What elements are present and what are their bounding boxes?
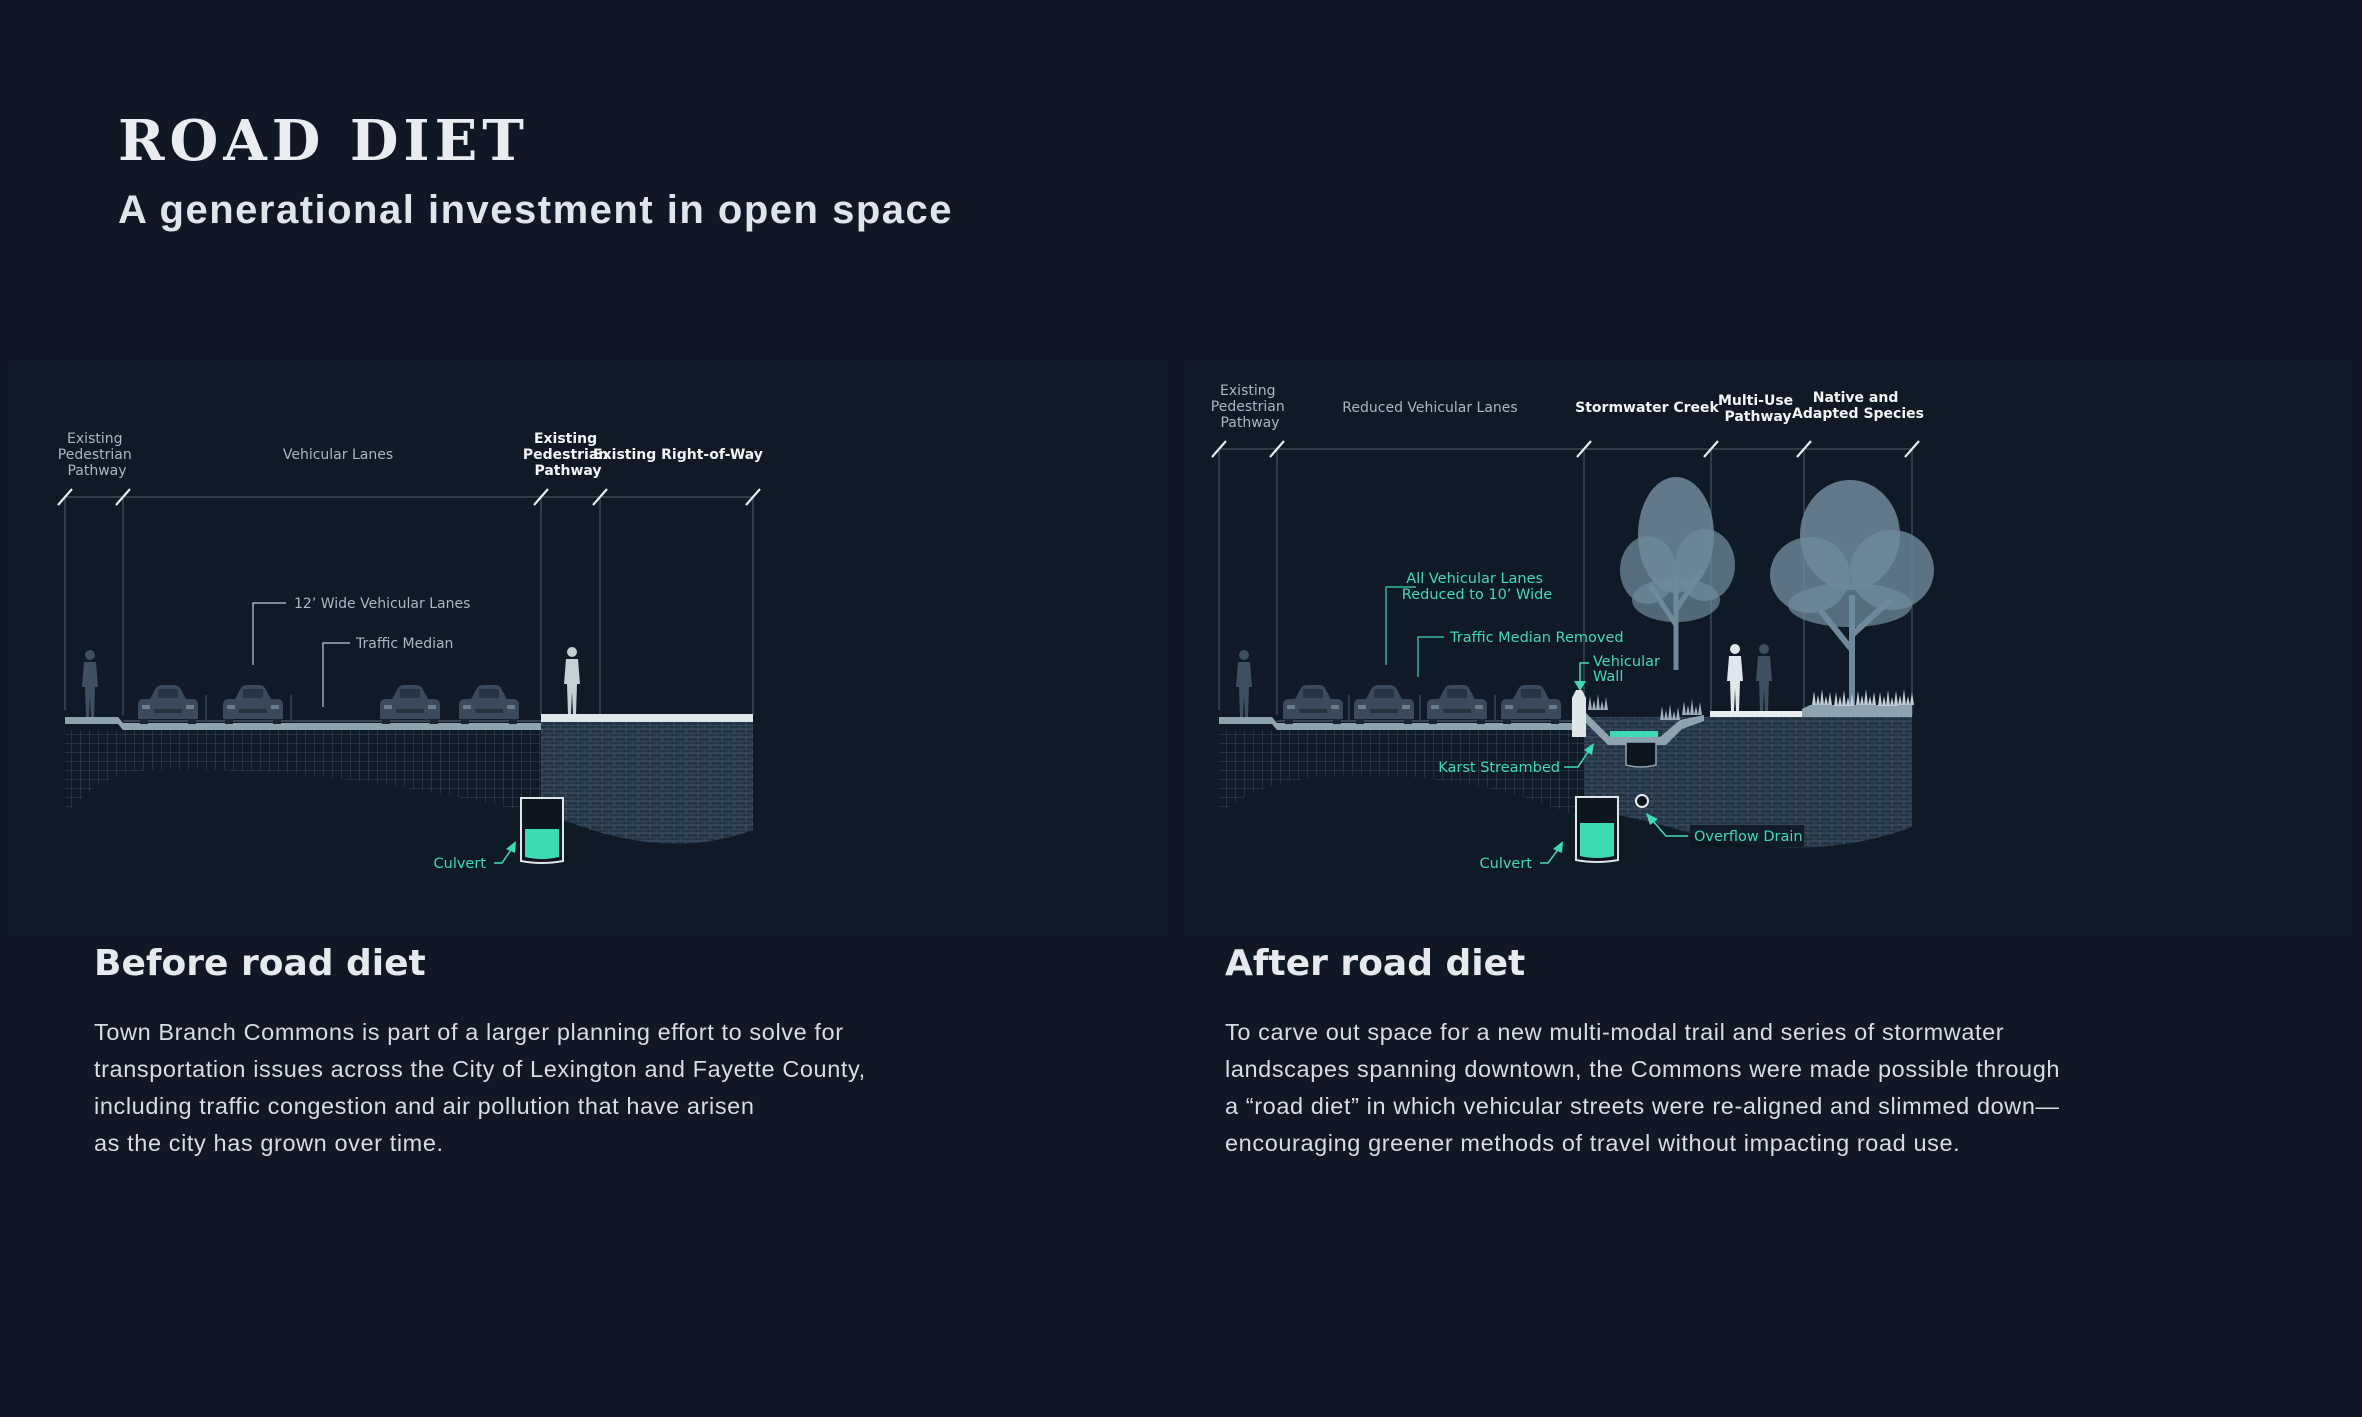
pedestrian-icon [1756, 644, 1772, 711]
zone-label-reduced-vehicular-lanes: Reduced Vehicular Lanes [1342, 400, 1517, 416]
subgrade-soil [65, 730, 541, 815]
sidewalk-surface [541, 714, 753, 722]
callout-all-vehicular-lanes-reduced: All Vehicular Lanes Reduced to 10’ Wide [1402, 571, 1553, 603]
subgrade-soil [1219, 730, 1584, 820]
car-icon [380, 685, 440, 724]
tree-icon [1770, 480, 1934, 720]
page-subtitle: A generational investment in open space [118, 188, 953, 232]
callout-vehicular-wall: Vehicular Wall [1593, 654, 1665, 685]
callout-12-wide-vehicular-lanes: 12’ Wide Vehicular Lanes [294, 596, 470, 612]
page-title: ROAD DIET [118, 108, 529, 174]
vehicular-wall [1572, 690, 1586, 737]
callout-culvert: Culvert [434, 856, 487, 872]
after-caption: After road diet [1225, 943, 1526, 984]
subgrade-fill [541, 717, 753, 844]
zone-label-existing-pedestrian-pathway-left: Existing Pedestrian Pathway [58, 431, 136, 479]
before-description: Town Branch Commons is part of a larger … [94, 1019, 866, 1156]
car-icon [138, 685, 198, 724]
after-description: To carve out space for a new multi-modal… [1225, 1019, 2061, 1156]
callout-traffic-median-removed: Traffic Median Removed [1449, 630, 1624, 646]
car-icon [223, 685, 283, 724]
zone-label-vehicular-lanes: Vehicular Lanes [283, 447, 393, 463]
car-icon [1283, 685, 1343, 724]
dimension-lines [64, 496, 754, 715]
car-icon [1427, 685, 1487, 724]
dimension-ticks [1211, 440, 1920, 458]
culvert-icon [1575, 796, 1619, 863]
creek-vegetation [1588, 694, 1702, 720]
zone-label-multi-use-pathway: Multi-Use Pathway [1718, 393, 1798, 425]
dimension-ticks [57, 488, 761, 506]
after-section-diagram: Existing Pedestrian Pathway Reduced Vehi… [1190, 365, 2350, 935]
car-icon [459, 685, 519, 724]
before-caption: Before road diet [94, 943, 426, 984]
multi-use-pathway-surface [1710, 711, 1802, 717]
zone-label-native-and-adapted-species: Native and Adapted Species [1792, 390, 1924, 422]
subgrade-fill [1584, 717, 1912, 848]
pedestrian-icon [564, 647, 580, 714]
zone-label-existing-pedestrian-pathway: Existing Pedestrian Pathway [1211, 383, 1289, 431]
zone-label-stormwater-creek: Stormwater Creek [1575, 400, 1719, 416]
planting-bed-surface [1802, 705, 1912, 717]
culvert-icon [520, 797, 564, 864]
pedestrian-icon [1236, 650, 1252, 717]
zone-label-existing-pedestrian-pathway-right: Existing Pedestrian Pathway [523, 431, 613, 479]
before-section-diagram: Existing Pedestrian Pathway Vehicular La… [8, 365, 1168, 935]
callout-culvert: Culvert [1480, 856, 1533, 872]
pedestrian-icon [1727, 644, 1743, 711]
native-grasses [1812, 689, 1914, 706]
pedestrian-icon [82, 650, 98, 717]
tree-icon [1620, 477, 1735, 670]
callout-karst-streambed: Karst Streambed [1438, 760, 1560, 776]
car-icon [1501, 685, 1561, 724]
callout-traffic-median: Traffic Median [355, 636, 453, 652]
road-surface [1219, 717, 1578, 730]
car-icon [1354, 685, 1414, 724]
overflow-drain-icon [1635, 794, 1649, 808]
road-surface [65, 717, 541, 730]
callout-overflow-drain: Overflow Drain [1694, 829, 1803, 845]
creek-water [1610, 731, 1658, 737]
zone-label-existing-right-of-way: Existing Right-of-Way [593, 447, 763, 463]
